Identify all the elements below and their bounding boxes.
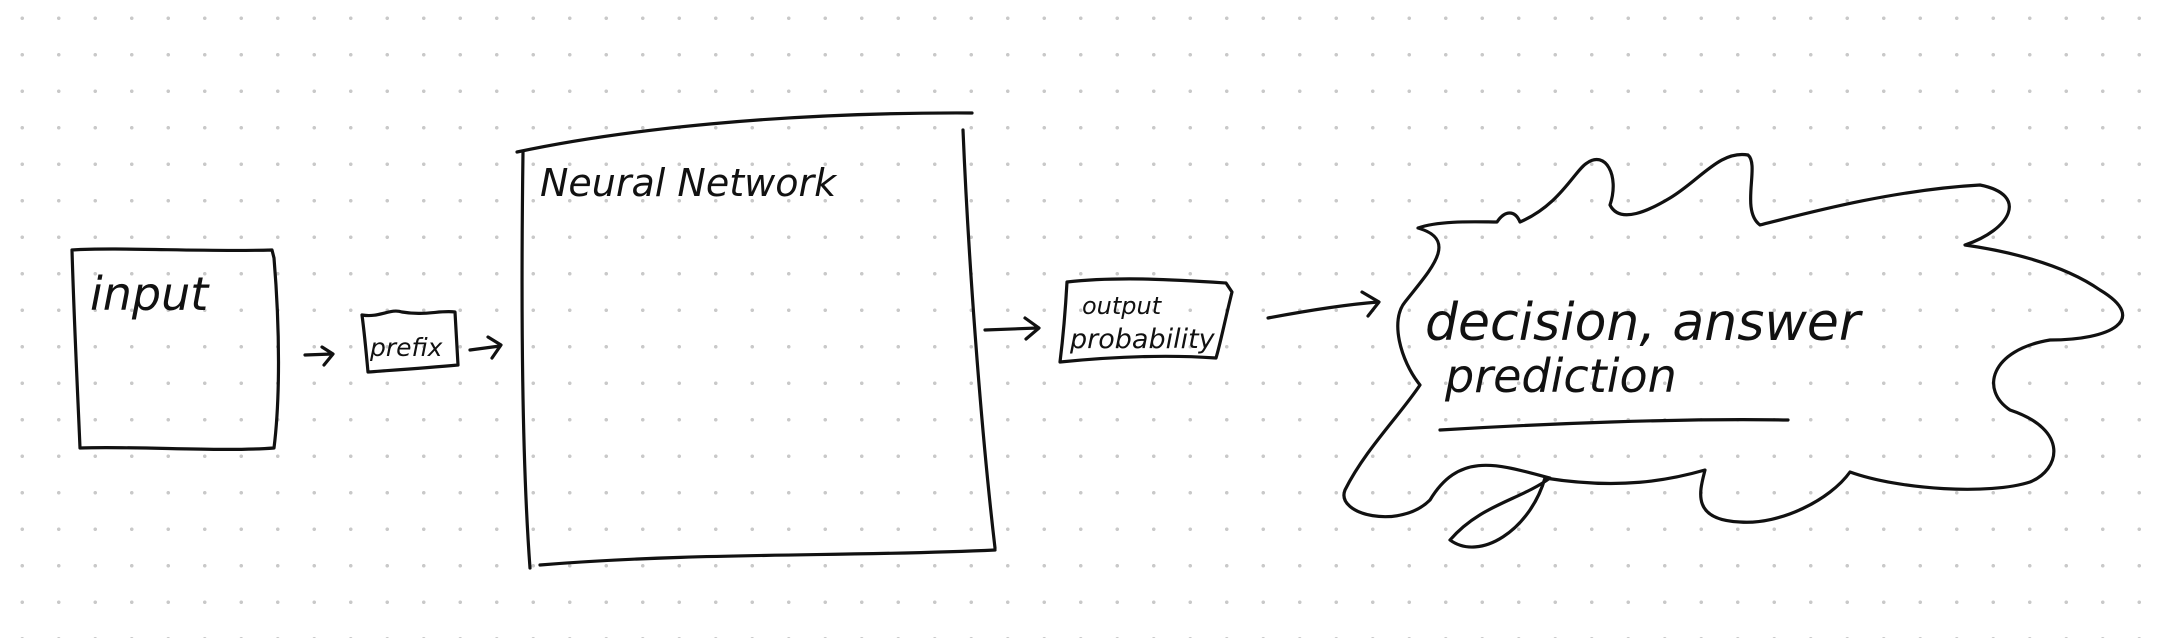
input-node: input	[70, 247, 281, 451]
output-label-line2: probability	[1069, 324, 1216, 355]
prefix-label: prefix	[369, 333, 443, 362]
input-label: input	[90, 267, 210, 321]
neural-network-label: Neural Network	[540, 161, 838, 205]
arrow-network-to-output	[983, 316, 1041, 341]
output-node: output probability	[1058, 277, 1234, 364]
result-label-line1: decision, answer	[1425, 293, 1864, 353]
neural-network-box	[515, 111, 974, 154]
neural-network-node: Neural Network	[515, 111, 997, 570]
input-box	[70, 247, 281, 451]
arrow-input-to-prefix	[303, 345, 335, 367]
prefix-node: prefix	[360, 309, 460, 374]
result-node: decision, answer prediction	[1342, 152, 2125, 549]
output-label-line1: output	[1082, 292, 1163, 320]
arrow-output-to-result	[1266, 290, 1381, 320]
result-cloud	[1342, 152, 2125, 549]
prefix-box	[360, 309, 460, 374]
result-label-line2: prediction	[1444, 349, 1677, 403]
output-box	[1058, 277, 1234, 364]
arrow-prefix-to-network	[468, 335, 503, 360]
result-underline	[1438, 418, 1790, 432]
